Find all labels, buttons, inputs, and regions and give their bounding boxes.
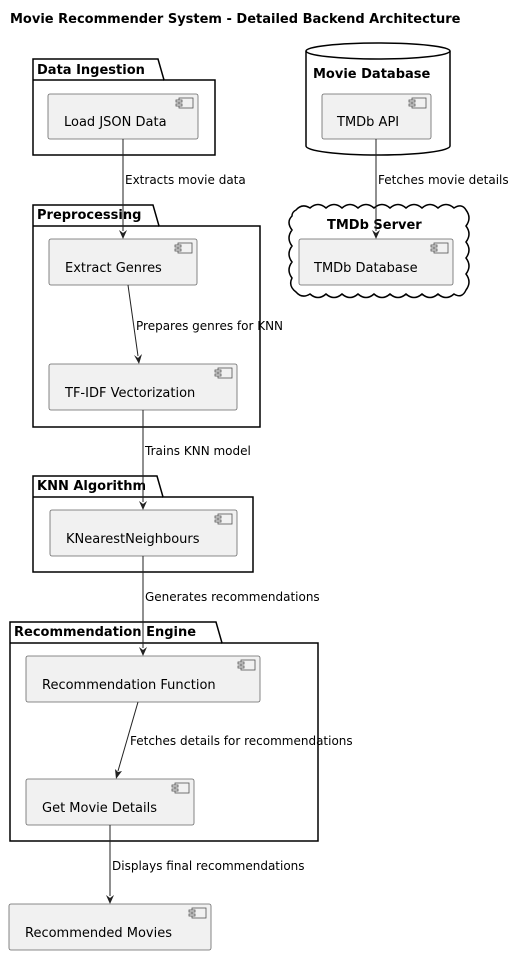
component-label: TMDb API (336, 115, 399, 130)
component-icon (171, 782, 190, 794)
edge-label: Trains KNN model (144, 444, 251, 458)
edge-trains-knn-model: Trains KNN model (139, 410, 251, 510)
component-label: Recommendation Function (42, 678, 216, 693)
diagram-title: Movie Recommender System - Detailed Back… (10, 12, 461, 27)
component-label: Get Movie Details (42, 801, 157, 816)
edge-label: Fetches movie details (378, 173, 509, 187)
component-icon (237, 659, 256, 671)
component-label: TMDb Database (313, 261, 418, 276)
package-label: Data Ingestion (37, 63, 145, 78)
component-icon (408, 97, 427, 109)
component-recommendation-function: Recommendation Function (25, 655, 261, 703)
component-label: KNearestNeighbours (66, 532, 200, 547)
package-data-ingestion: Data Ingestion (32, 58, 216, 156)
component-label: Recommended Movies (25, 926, 172, 941)
component-icon (430, 242, 449, 254)
edge-label: Extracts movie data (125, 173, 246, 187)
edge-label: Fetches details for recommendations (130, 734, 353, 748)
edge-label: Generates recommendations (145, 590, 320, 604)
edge-fetches-movie-details: Fetches movie details (372, 139, 509, 239)
package-knn-algorithm: KNN Algorithm (32, 475, 254, 573)
edge-label: Displays final recommendations (112, 859, 305, 873)
component-tfidf-vectorization: TF-IDF Vectorization (48, 363, 238, 411)
database-label: Movie Database (313, 67, 431, 82)
edge-extracts-movie-data: Extracts movie data (119, 139, 246, 239)
component-tmdb-api: TMDb API (321, 93, 432, 140)
edge-generates-recommendations: Generates recommendations (139, 556, 320, 656)
component-icon (175, 97, 194, 109)
package-label: Preprocessing (37, 208, 141, 223)
component-label: Load JSON Data (64, 115, 167, 130)
cloud-label: TMDb Server (327, 218, 422, 233)
component-get-movie-details: Get Movie Details (25, 778, 195, 826)
edge-displays-final-recommendations: Displays final recommendations (106, 825, 305, 904)
component-icon (214, 367, 233, 379)
component-icon (188, 907, 207, 919)
component-label: Extract Genres (65, 261, 162, 276)
package-preprocessing: Preprocessing (32, 204, 261, 428)
database-movie-database: Movie Database (305, 42, 451, 156)
package-label: Recommendation Engine (14, 625, 196, 640)
component-recommended-movies: Recommended Movies (8, 903, 212, 951)
component-tmdb-database: TMDb Database (298, 238, 454, 286)
edge-label: Prepares genres for KNN (136, 319, 283, 333)
edge-fetches-details-for-recommendations: Fetches details for recommendations (115, 701, 353, 779)
component-load-json-data: Load JSON Data (47, 93, 199, 140)
package-recommendation-engine: Recommendation Engine (9, 621, 319, 842)
component-knearestneighbours: KNearestNeighbours (49, 509, 238, 557)
edge-prepares-genres: Prepares genres for KNN (127, 284, 283, 364)
component-label: TF-IDF Vectorization (64, 386, 195, 401)
package-label: KNN Algorithm (37, 479, 146, 494)
component-extract-genres: Extract Genres (48, 238, 198, 286)
cloud-tmdb-server: TMDb Server (288, 203, 470, 299)
component-icon (174, 242, 193, 254)
component-icon (214, 513, 233, 525)
